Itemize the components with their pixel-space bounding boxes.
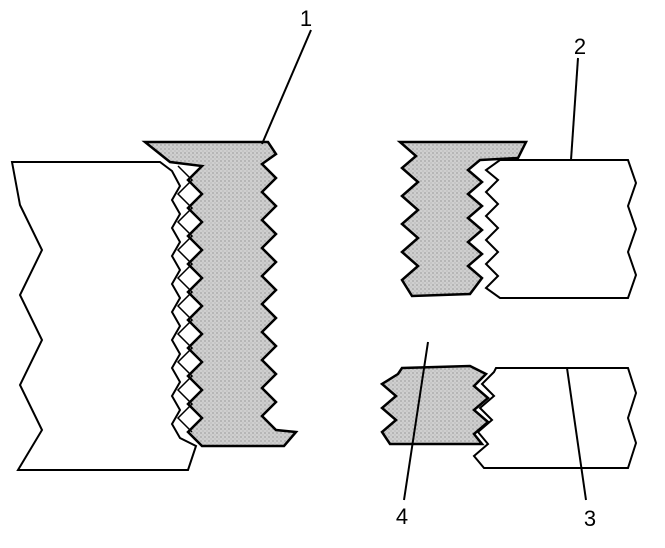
leader-line-1	[261, 29, 312, 145]
callout-1: 1	[300, 6, 312, 31]
left-assembly	[10, 140, 299, 471]
right-top-thread-insert	[396, 140, 529, 298]
left-insert-inner-thread	[176, 165, 194, 433]
right-top-base-material	[484, 159, 638, 299]
right-top-assembly	[396, 140, 638, 299]
callout-4: 4	[396, 504, 408, 529]
left-thread-insert	[141, 140, 299, 448]
leader-line-3	[566, 367, 587, 501]
leader-line-2	[570, 57, 579, 161]
left-base-material	[10, 161, 198, 471]
callout-2: 2	[574, 34, 586, 59]
leader-lines	[261, 29, 587, 501]
callout-3: 3	[584, 506, 596, 531]
leader-line-4	[403, 341, 429, 501]
right-bottom-thread-insert	[379, 364, 490, 446]
right-bottom-base-material	[472, 367, 638, 469]
callouts: 1 2 3 4	[300, 6, 596, 531]
right-bottom-assembly	[379, 364, 638, 469]
